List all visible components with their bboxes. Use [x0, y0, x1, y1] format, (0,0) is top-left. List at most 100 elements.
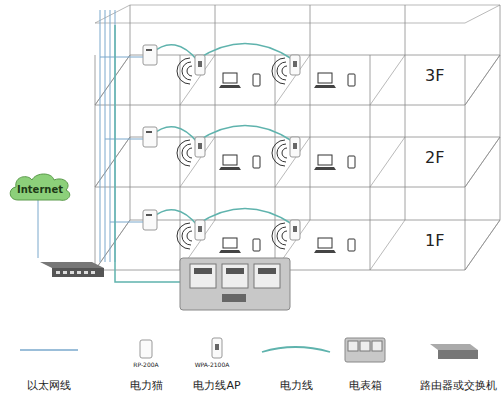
laptop-base [314, 85, 336, 88]
wall-line [180, 137, 215, 187]
legend-text: 电表箱 [349, 378, 382, 393]
ap-light [293, 143, 297, 149]
switch-port [77, 271, 81, 274]
laptop-base [219, 250, 241, 253]
meter-display [258, 268, 276, 274]
powerline-ap [290, 220, 300, 240]
floor-label: 1F [425, 231, 444, 250]
power-line [198, 126, 292, 142]
powerline-ap [290, 137, 300, 157]
wall-line [500, 5, 501, 220]
laptop [318, 155, 332, 165]
wifi-wave [177, 140, 190, 166]
phone [348, 239, 355, 251]
wall-line [275, 137, 310, 187]
legend-sample [348, 341, 358, 351]
powerline-ap [290, 55, 300, 75]
wall-line [465, 55, 466, 270]
legend-text: 电力猫 [130, 378, 163, 393]
wifi-wave [277, 227, 286, 245]
ethernet-cable [105, 10, 106, 262]
wifi-wave [187, 148, 192, 158]
powerline-modem [143, 210, 157, 230]
power-line [152, 127, 198, 143]
power-line [198, 209, 292, 225]
phone [348, 156, 355, 168]
wall-line [95, 55, 96, 270]
model-number: RP-200A [133, 361, 158, 368]
wall-line [465, 55, 500, 105]
ethernet-cable [105, 139, 143, 140]
phone [253, 74, 260, 86]
legend-text: 电力线AP [193, 378, 240, 393]
meter [254, 264, 280, 288]
wifi-wave [277, 144, 286, 162]
model-number: WPA-2100A [195, 361, 230, 368]
laptop [318, 238, 332, 248]
wall-line [370, 220, 405, 270]
switch [40, 262, 104, 268]
meter [190, 264, 216, 288]
legend-sample [345, 338, 385, 362]
meter [222, 264, 248, 288]
wall-line [370, 55, 405, 105]
switch-port [91, 271, 95, 274]
wall-line [310, 5, 311, 220]
powerline-ap [195, 137, 205, 157]
wall-line [465, 137, 500, 187]
wifi-wave [272, 223, 285, 249]
floor-label: 3F [425, 66, 444, 85]
phone [253, 239, 260, 251]
legend-text: 电力线 [280, 378, 313, 393]
wifi-wave [182, 227, 191, 245]
wifi-wave [282, 66, 287, 76]
ethernet-cable [38, 200, 39, 258]
ap-light [198, 226, 202, 232]
switch [52, 268, 104, 277]
wall-line [215, 5, 216, 220]
wifi-wave [277, 62, 286, 80]
internet-cloud: Internet [6, 170, 74, 204]
wifi-wave [177, 223, 190, 249]
legend-sample [372, 341, 382, 351]
meter-display [226, 268, 244, 274]
wall-line [405, 5, 406, 220]
wall-line [180, 55, 215, 105]
node-label: Internet [17, 184, 63, 195]
wifi-wave [187, 231, 192, 241]
ethernet-cable [100, 10, 101, 262]
laptop [223, 238, 237, 248]
wifi-wave [177, 58, 190, 84]
wifi-wave [282, 231, 287, 241]
wifi-wave [282, 148, 287, 158]
wall-line [465, 220, 500, 270]
switch-port [70, 271, 74, 274]
modem-logo [146, 131, 152, 133]
wall-line [370, 137, 405, 187]
legend-sample [430, 344, 478, 350]
switch-port [84, 271, 88, 274]
legend-text: 路由器或交换机 [420, 378, 497, 393]
legend-sample [262, 347, 330, 352]
legend-sample [212, 338, 222, 358]
power-line [115, 25, 180, 282]
wifi-wave [187, 66, 192, 76]
power-line [152, 210, 198, 226]
ethernet-cable [100, 57, 143, 58]
roof-plate [95, 5, 500, 23]
laptop [318, 73, 332, 83]
ap-light [293, 61, 297, 67]
laptop-base [314, 250, 336, 253]
floor-label: 2F [425, 148, 444, 167]
meter-display [194, 268, 212, 274]
powerline-modem [143, 45, 157, 65]
legend-sample [438, 350, 478, 359]
ethernet-cable [110, 10, 111, 262]
wifi-wave [182, 62, 191, 80]
modem-logo [146, 49, 152, 51]
switch-port [56, 271, 60, 274]
legend-sample [360, 341, 370, 351]
legend-text: 以太网线 [27, 378, 71, 393]
ap-light [198, 143, 202, 149]
